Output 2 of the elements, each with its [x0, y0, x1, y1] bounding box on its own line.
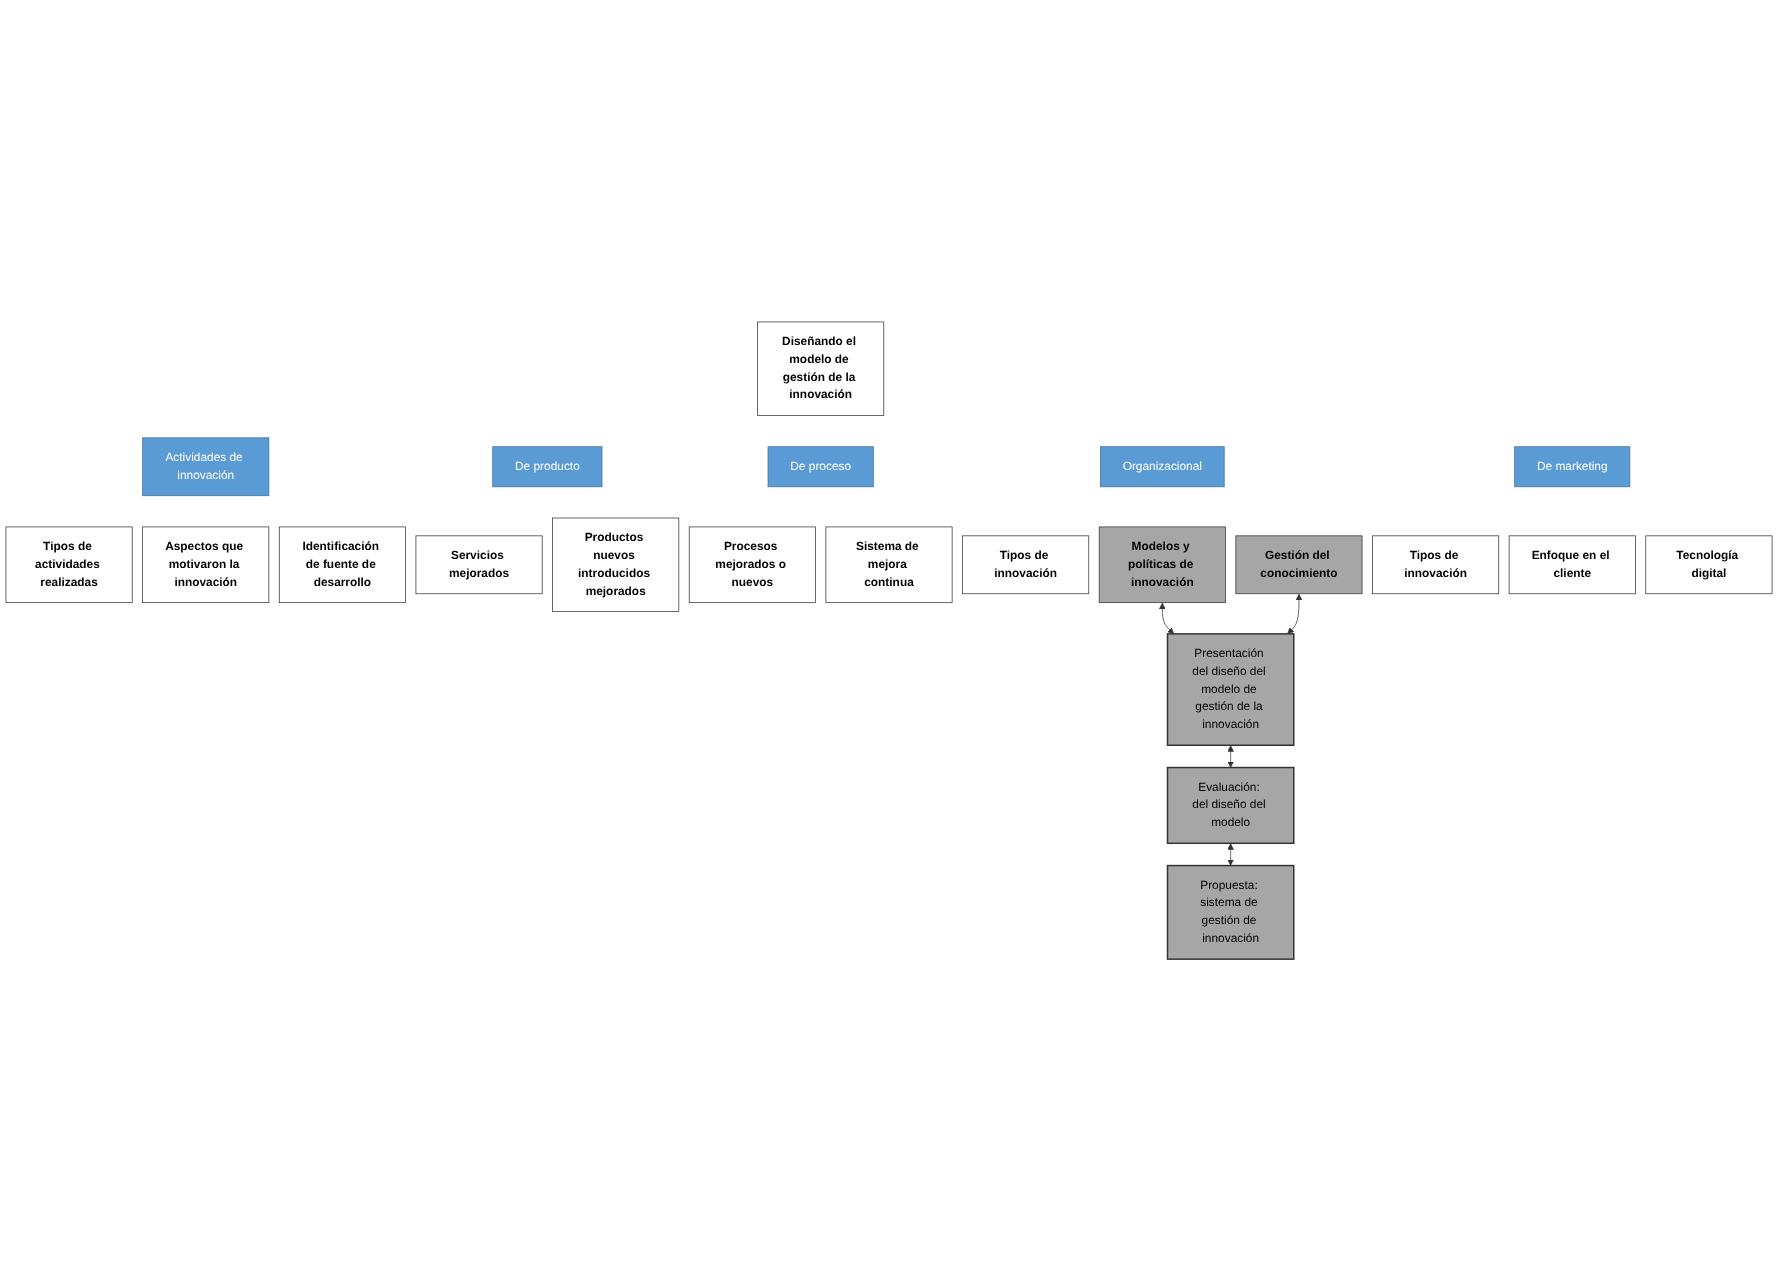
arrow — [1227, 843, 1234, 867]
arrow — [1227, 745, 1234, 769]
